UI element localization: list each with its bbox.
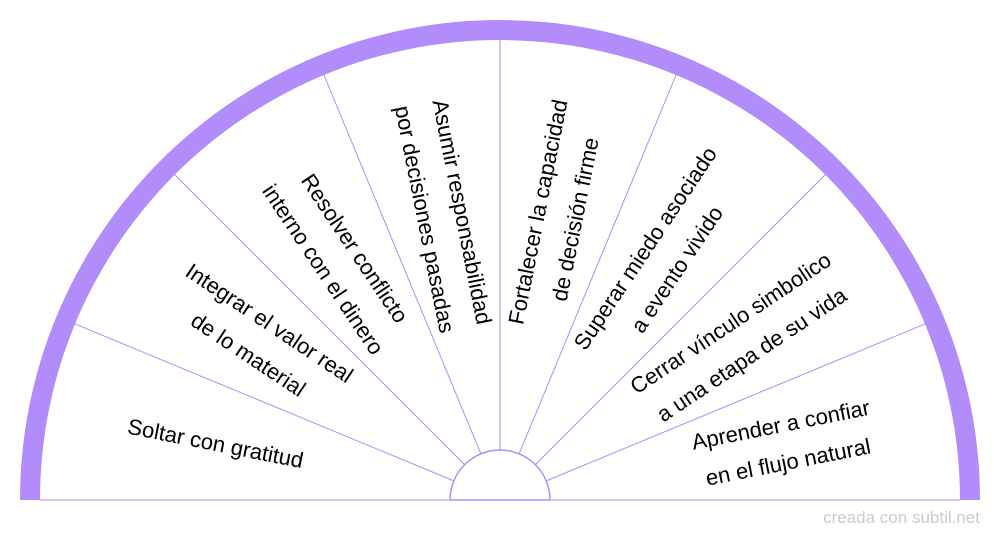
divider-line xyxy=(546,323,926,482)
inner-hub xyxy=(449,449,551,501)
divider-line xyxy=(535,174,826,465)
sector-label-line: Soltar con gratitud xyxy=(126,414,306,473)
divider-line xyxy=(74,323,454,482)
divider-line xyxy=(518,74,677,454)
divider-line xyxy=(323,74,482,454)
sector-label: Soltar con gratitud xyxy=(126,414,306,473)
credit-text[interactable]: creada con subtil.net xyxy=(823,508,980,527)
dividers xyxy=(74,40,926,482)
divider-line xyxy=(174,174,465,465)
